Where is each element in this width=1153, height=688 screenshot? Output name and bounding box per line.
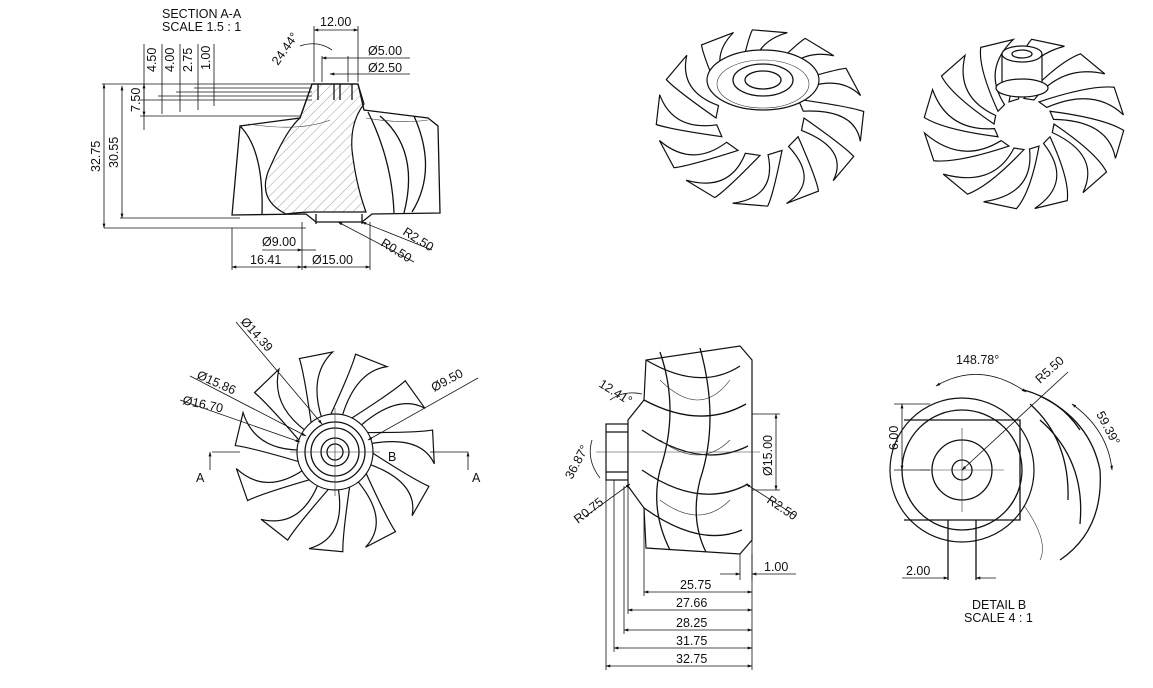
- dim-top-width: 12.00: [320, 15, 351, 29]
- iso-right-blade: [1051, 122, 1108, 194]
- iso-right-blade: [1049, 110, 1125, 159]
- front-blade: [348, 379, 426, 427]
- iso-left-blade: [685, 152, 762, 199]
- detail-b-view: 148.78° R5.50 59.39° 6.00 2.00 DETAIL B …: [887, 353, 1123, 625]
- side-view: Ø15.00 R2.50 12.41° 36.87° R0.75 1.00 25…: [562, 345, 800, 670]
- dim-l-2825: 28.25: [676, 616, 707, 630]
- dim-h-100: 1.00: [199, 46, 213, 70]
- iso-right-blade: [1034, 135, 1069, 210]
- dim-r-550: R5.50: [1033, 353, 1067, 386]
- dim-dia-250: Ø2.50: [368, 61, 402, 75]
- section-a-a-view: SECTION A-A SCALE 1.5 : 1 12.00 24.44°: [89, 7, 441, 270]
- front-blade: [368, 451, 430, 516]
- dim-w-1641: 16.41: [250, 253, 281, 267]
- iso-right-blade: [942, 147, 1026, 195]
- dim-dia-1439: Ø14.39: [238, 315, 276, 355]
- dim-side-dia-1500: Ø15.00: [761, 435, 775, 476]
- iso-right-blade: [940, 53, 997, 126]
- iso-left-blade: [655, 94, 723, 138]
- dim-l-3175: 31.75: [676, 634, 707, 648]
- iso-left-blade: [786, 135, 820, 205]
- front-blade: [308, 483, 351, 553]
- dim-angle-14878: 148.78°: [956, 353, 999, 367]
- front-blade: [253, 367, 307, 443]
- iso-right-blade: [923, 131, 1011, 162]
- front-blade: [364, 429, 435, 465]
- front-blade: [260, 483, 331, 541]
- iso-right-blade: [923, 87, 999, 138]
- section-scale: SCALE 1.5 : 1: [162, 20, 241, 34]
- dim-h-400: 4.00: [163, 48, 177, 72]
- iso-left-blade: [732, 149, 783, 207]
- dim-angle-2444: 24.44°: [269, 30, 301, 68]
- iso-right-blade: [1037, 86, 1124, 116]
- detail-marker-b: B: [388, 450, 396, 464]
- front-view: A A B Ø14.39 Ø15.86 Ø16.70 Ø9.50: [179, 315, 481, 553]
- dim-side-r-250: R2.50: [764, 493, 800, 523]
- iso-left-blade: [797, 98, 865, 142]
- dim-l-3275: 32.75: [676, 652, 707, 666]
- section-title: SECTION A-A: [162, 7, 242, 21]
- iso-left-blade: [665, 54, 720, 120]
- dim-dia-500: Ø5.00: [368, 44, 402, 58]
- iso-left-blade: [800, 116, 855, 182]
- front-blade: [235, 468, 313, 502]
- dim-w-200: 2.00: [906, 564, 930, 578]
- dim-h-750: 7.50: [129, 88, 143, 112]
- dim-h-275: 2.75: [181, 48, 195, 72]
- dim-h-600: 6.00: [887, 426, 901, 450]
- dim-w-100: 1.00: [764, 560, 788, 574]
- detail-scale: SCALE 4 : 1: [964, 611, 1033, 625]
- dim-angle-5939: 59.39°: [1093, 409, 1122, 448]
- front-blade: [356, 470, 397, 548]
- dim-l-2766: 27.66: [676, 596, 707, 610]
- section-marker-a-right: A: [472, 471, 481, 485]
- isometric-view-right: [923, 38, 1125, 210]
- iso-right-blade: [983, 145, 1040, 210]
- dim-angle-1241: 12.41°: [596, 377, 634, 408]
- front-blade: [234, 410, 302, 463]
- dim-h-450: 4.50: [145, 48, 159, 72]
- iso-left-blade: [658, 140, 740, 169]
- section-marker-a-left: A: [196, 471, 205, 485]
- detail-title: DETAIL B: [972, 598, 1026, 612]
- dim-dia-1586: Ø15.86: [195, 368, 238, 397]
- hub-section-hatch: [264, 83, 367, 215]
- front-blade: [298, 351, 335, 426]
- dim-l-2575: 25.75: [680, 578, 711, 592]
- dim-h-3055: 30.55: [107, 137, 121, 168]
- dim-dia-1670: Ø16.70: [181, 393, 224, 415]
- dim-dia-950: Ø9.50: [429, 366, 466, 394]
- dim-dia-1500: Ø15.00: [312, 253, 353, 267]
- dim-h-3275: 32.75: [89, 141, 103, 172]
- isometric-view-left: [655, 29, 865, 207]
- front-blade: [328, 353, 390, 418]
- dim-dia-900: Ø9.00: [262, 235, 296, 249]
- dim-r-075: R0.75: [571, 495, 606, 527]
- dim-angle-3687: 36.87°: [562, 443, 591, 482]
